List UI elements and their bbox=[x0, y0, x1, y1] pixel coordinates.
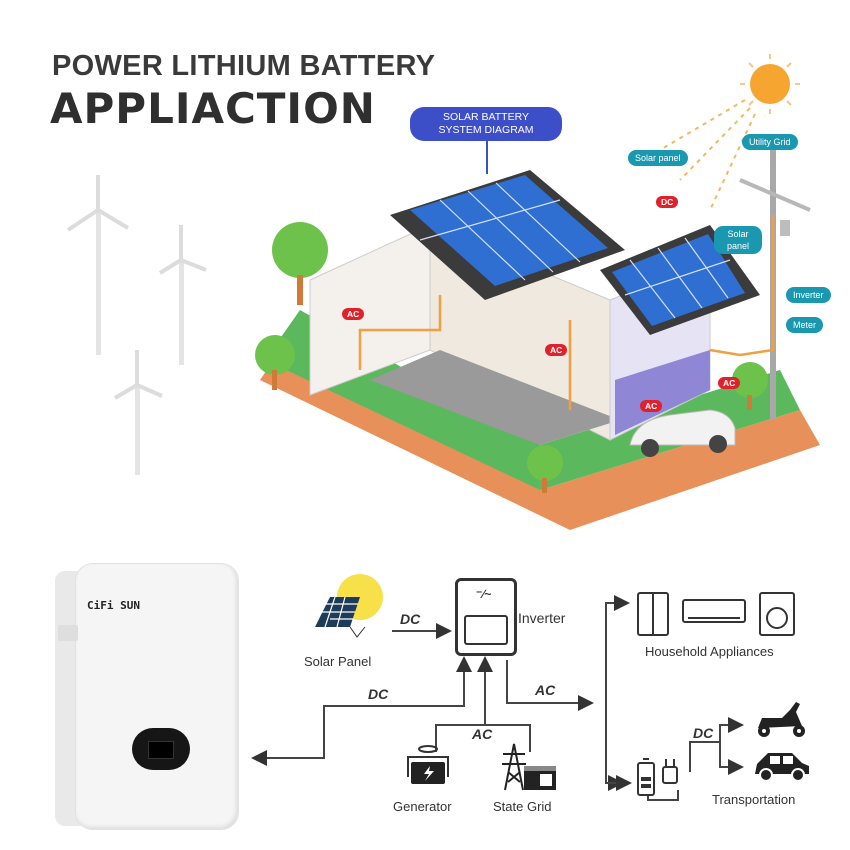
air-conditioner-icon bbox=[682, 599, 746, 623]
battery-brand-logo: CiFi SUN bbox=[87, 599, 140, 612]
sun-icon bbox=[740, 54, 800, 114]
tag-ac-kitchen: AC bbox=[545, 344, 568, 356]
tag-ac-living: AC bbox=[342, 308, 365, 320]
callout-solar-panel-1: Solar panel bbox=[628, 150, 688, 166]
inverter-symbol: ⁻∕~ bbox=[476, 587, 492, 601]
system-diagram-badge: SOLAR BATTERY SYSTEM DIAGRAM bbox=[410, 107, 562, 141]
callout-meter: Meter bbox=[786, 317, 824, 333]
generator-icon bbox=[407, 745, 449, 784]
tree-icon bbox=[272, 222, 328, 305]
wind-turbine-icon bbox=[66, 175, 130, 355]
tag-dc: DC bbox=[656, 196, 679, 208]
badge-line-1: SOLAR BATTERY bbox=[443, 111, 529, 123]
callout-utility-grid: Utility Grid bbox=[742, 134, 798, 150]
solar-panel-icon bbox=[315, 574, 383, 638]
title-line-2: APPLIACTION bbox=[50, 84, 376, 133]
inverter-icon: ⁻∕~ bbox=[455, 578, 517, 656]
label-solar-panel: Solar Panel bbox=[304, 654, 372, 669]
car-icon bbox=[629, 409, 736, 457]
edge-label-ac-in: AC bbox=[472, 726, 493, 742]
tag-ac-meter: AC bbox=[718, 377, 741, 389]
label-transportation: Transportation bbox=[712, 792, 796, 807]
edge-label-dc-battery: DC bbox=[368, 686, 389, 702]
scooter-icon bbox=[758, 702, 805, 737]
tag-ac-garage: AC bbox=[640, 400, 663, 412]
handle bbox=[58, 625, 78, 641]
edge-label-ac-out: AC bbox=[535, 682, 556, 698]
washing-machine-icon bbox=[759, 592, 795, 636]
battery-unit: CiFi SUN bbox=[55, 563, 240, 831]
battery-display-panel bbox=[132, 728, 190, 770]
badge-connector bbox=[486, 136, 488, 174]
title-line-1: POWER LITHIUM BATTERY bbox=[52, 50, 436, 82]
wind-turbines-illustration bbox=[66, 175, 207, 475]
callout-inverter: Inverter bbox=[786, 287, 831, 303]
edge-label-dc-charger: DC bbox=[693, 725, 714, 741]
house-solar-illustration bbox=[255, 54, 820, 530]
plug-icon bbox=[662, 759, 678, 784]
label-household-appliances: Household Appliances bbox=[645, 644, 774, 659]
state-grid-icon bbox=[502, 743, 556, 791]
fridge-icon bbox=[637, 592, 669, 636]
label-generator: Generator bbox=[393, 799, 452, 814]
callout-solar-panel-2: Solar panel bbox=[714, 226, 762, 254]
car-transport-icon bbox=[755, 753, 809, 782]
label-inverter: Inverter bbox=[518, 610, 566, 626]
label-state-grid: State Grid bbox=[493, 799, 552, 814]
badge-line-2: SYSTEM DIAGRAM bbox=[438, 124, 534, 136]
household-appliances-icons bbox=[637, 592, 795, 636]
battery-charger-icon bbox=[637, 758, 678, 796]
edge-label-dc-solar: DC bbox=[400, 611, 421, 627]
